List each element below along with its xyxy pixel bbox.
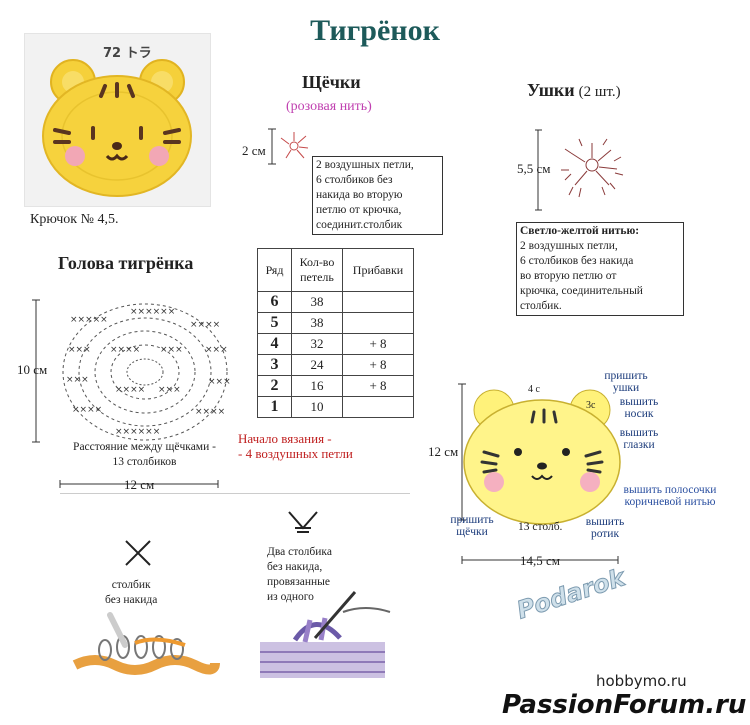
hobbymo-watermark: hobbymo.ru [596,672,687,690]
assembly-diagram [440,382,640,572]
col-header-count: Кол-во петель [292,249,343,292]
svg-text:××××: ×××× [72,405,102,415]
cheek-distance: Расстояние между щёчками - 13 столбиков [62,440,227,470]
ears-heading: Ушки [527,80,575,100]
hook-size: Крючок № 4,5. [30,212,118,227]
assembly-width: 14,5 см [520,553,560,568]
ears-diagram [535,125,645,215]
ear-stitch-label: 4 с [528,382,540,397]
svg-text:×××: ××× [208,377,231,387]
start-note: Начало вязания - - 4 воздушных петли [238,431,353,461]
cheeks-yarn: (розовая нить) [286,99,372,115]
head-heading: Голова тигрёнка [58,253,193,274]
passionforum-watermark: PassionForum.ru [502,690,746,720]
table-header-row: Ряд Кол-во петель Прибавки [258,249,414,292]
svg-text:×××: ××× [160,345,183,355]
svg-text:×××: ××× [66,375,89,385]
head-width: 12 см [124,477,154,492]
ear-stitch-label-2: 3с [586,398,595,413]
ears-count: (2 шт.) [579,84,621,100]
photo-label: 72 トラ [103,42,152,61]
col-header-row: Ряд [258,249,292,292]
col-header-increase: Прибавки [343,249,414,292]
svg-text:×××: ××× [205,345,228,355]
tiger-photo: 72 トラ [24,33,211,207]
decrease-symbol-icon [285,508,321,536]
svg-text:××××: ×××× [190,320,220,330]
ears-heading-row: Ушки (2 шт.) [527,80,621,101]
single-crochet-label: столбик без накида [105,578,157,608]
svg-text:×××××: ××××× [70,315,108,325]
assembly-stitch-count: 13 столб. [518,520,562,535]
divider [60,493,410,494]
svg-text:×××: ××× [68,345,91,355]
svg-text:××××××: ×××××× [130,307,175,317]
single-crochet-illustration [65,605,225,680]
svg-text:××××: ×××× [115,385,145,395]
cheeks-note: 2 воздушных петли, 6 столбиков без накид… [312,156,443,235]
svg-text:××××××: ×××××× [115,427,160,437]
cheeks-heading: Щёчки [302,72,361,93]
svg-text:××××: ×××× [110,345,140,355]
decrease-illustration [255,590,395,685]
single-crochet-symbol-icon [120,535,156,571]
podarok-watermark: Podarok [513,563,628,624]
svg-text:×××: ××× [158,385,181,395]
ears-note: Светло-желтой нитью: 2 воздушных петли, … [516,222,684,316]
svg-text:××××: ×××× [195,407,225,417]
